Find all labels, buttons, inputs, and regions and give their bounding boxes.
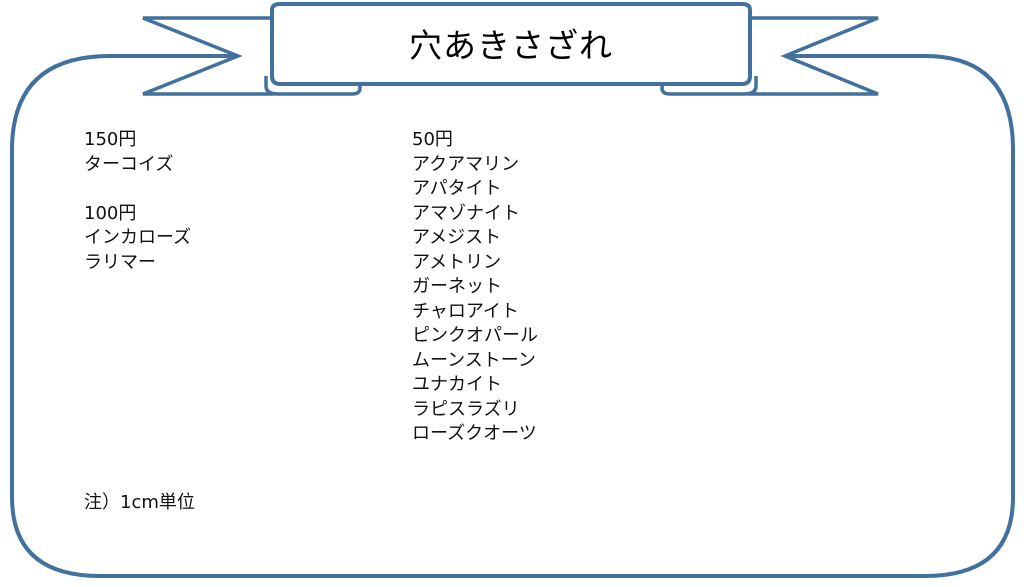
stone-item: アメジスト bbox=[412, 227, 502, 248]
ribbon-banner bbox=[270, 1, 752, 86]
stone-item: ユナカイト bbox=[412, 374, 502, 395]
page-title: 穴あきさざれ bbox=[272, 12, 750, 74]
price-label: 150円 bbox=[84, 129, 137, 150]
stone-item: アマゾナイト bbox=[412, 202, 520, 224]
price-column-left: 150円 ターコイズ 100円 インカローズ ラリマー bbox=[84, 128, 191, 275]
stone-item: アクアマリン bbox=[412, 153, 520, 175]
title-text: 穴あきさざれ bbox=[409, 26, 613, 65]
stone-item: ムーンストーン bbox=[412, 349, 536, 371]
stone-item: ラピスラズリ bbox=[412, 398, 520, 420]
stone-item: ガーネット bbox=[412, 276, 502, 297]
stone-item: ピンクオパール bbox=[412, 325, 538, 346]
price-label: 50円 bbox=[412, 129, 453, 150]
footnote: 注）1cm単位 bbox=[84, 492, 195, 513]
stone-item: ターコイズ bbox=[84, 153, 174, 175]
stone-item: アメトリン bbox=[412, 251, 502, 273]
stone-item: ラリマー bbox=[84, 251, 156, 273]
stone-item: チャロアイト bbox=[412, 300, 519, 322]
stone-item: アパタイト bbox=[412, 178, 502, 199]
price-label: 100円 bbox=[84, 202, 137, 224]
spacer bbox=[84, 177, 191, 202]
price-column-right: 50円 アクアマリン アパタイト アマゾナイト アメジスト アメトリン ガーネッ… bbox=[412, 128, 538, 447]
stone-item: ローズクオーツ bbox=[412, 423, 537, 444]
stone-item: インカローズ bbox=[84, 227, 192, 248]
rounded-border bbox=[10, 54, 1015, 578]
